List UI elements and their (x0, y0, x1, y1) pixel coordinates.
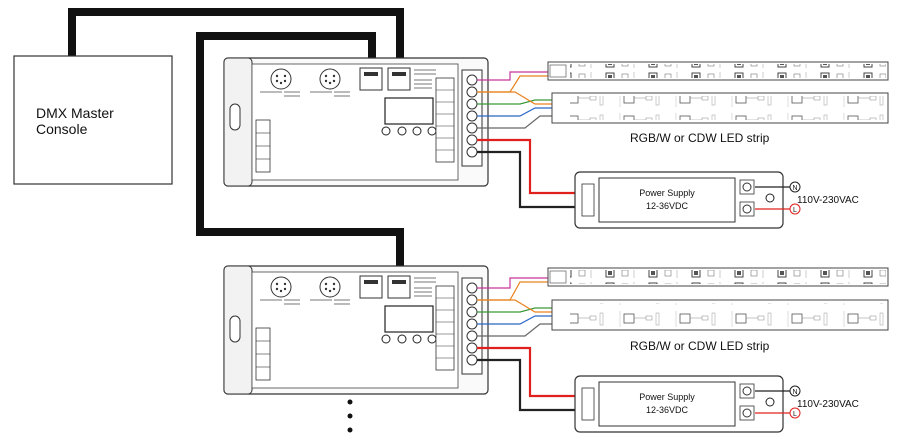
psu-range-2: 12-36VDC (646, 405, 689, 415)
strip-label-2: RGB/W or CDW LED strip (630, 339, 770, 353)
power-supply-2: Power Supply 12-36VDC (574, 375, 784, 433)
dc-wire-red-2 (477, 346, 590, 398)
svg-text:L: L (793, 207, 797, 214)
led-strip-1b (551, 92, 889, 124)
rj45-out-icon (387, 275, 411, 299)
mains-wiring-2 (755, 390, 790, 414)
led-strip-2b (551, 299, 889, 331)
dc-wire-black-1 (477, 150, 590, 209)
output-wires-2 (477, 277, 555, 337)
svg-text:N: N (792, 185, 797, 192)
dmx-master-console: DMX Master Console (13, 55, 173, 185)
psu-title-1: Power Supply (639, 188, 695, 198)
console-label-line1: DMX Master (36, 105, 114, 121)
mains-voltage-2: 110V-230VAC (797, 399, 859, 410)
dmx-in-socket-icon (270, 68, 292, 90)
rj45-in-icon (359, 275, 383, 299)
psu-title-2: Power Supply (639, 392, 695, 402)
dc-wire-red-1 (477, 138, 590, 195)
neutral-terminal-2: N (789, 385, 801, 397)
mains-wiring-1 (755, 186, 790, 210)
dmx-out-socket-icon (319, 68, 341, 90)
dmx-in-socket-icon (270, 276, 292, 298)
led-strip-1a (547, 61, 889, 81)
mounting-slot-icon (229, 315, 241, 343)
dmx-decoder-2 (223, 265, 489, 395)
decoder-display (384, 97, 434, 125)
rj45-out-icon (387, 67, 411, 91)
rj45-in-icon (359, 67, 383, 91)
dmx-out-socket-icon (319, 276, 341, 298)
led-strip-2a (547, 267, 889, 287)
live-terminal-1: L (789, 203, 801, 215)
output-wires-1 (477, 71, 555, 129)
svg-text:N: N (792, 389, 797, 396)
decoder-display (384, 305, 434, 333)
dmx-cable-2 (196, 32, 404, 272)
dmx-decoder-1 (223, 57, 489, 187)
dc-wire-black-2 (477, 358, 590, 412)
mounting-slot-icon (229, 103, 241, 131)
console-label-line2: Console (36, 121, 88, 137)
dmx-cable-1 (68, 8, 404, 64)
continuation-dots (347, 399, 353, 433)
strip-label-1: RGB/W or CDW LED strip (630, 131, 770, 145)
live-terminal-2: L (789, 407, 801, 419)
psu-range-1: 12-36VDC (646, 201, 689, 211)
power-supply-1: Power Supply 12-36VDC (574, 171, 784, 229)
mains-voltage-1: 110V-230VAC (797, 195, 859, 206)
neutral-terminal-1: N (789, 181, 801, 193)
svg-text:L: L (793, 411, 797, 418)
